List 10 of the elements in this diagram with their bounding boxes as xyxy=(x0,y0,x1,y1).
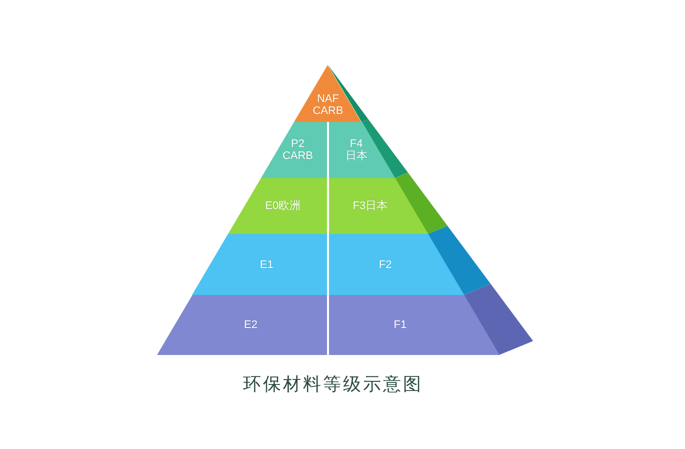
level-label: E0欧洲 xyxy=(264,200,302,212)
level-label: P2 CARB xyxy=(281,138,314,162)
level-label: E2 xyxy=(242,319,258,331)
level-label: F1 xyxy=(392,319,408,331)
level-label: NAF CARB xyxy=(312,92,344,117)
level-label: F3日本 xyxy=(352,200,389,212)
caption: 环保材料等级示意图 xyxy=(242,373,424,396)
level-label: E1 xyxy=(258,258,274,270)
level-label: F4 日本 xyxy=(344,138,368,162)
level-label: F2 xyxy=(378,258,393,270)
